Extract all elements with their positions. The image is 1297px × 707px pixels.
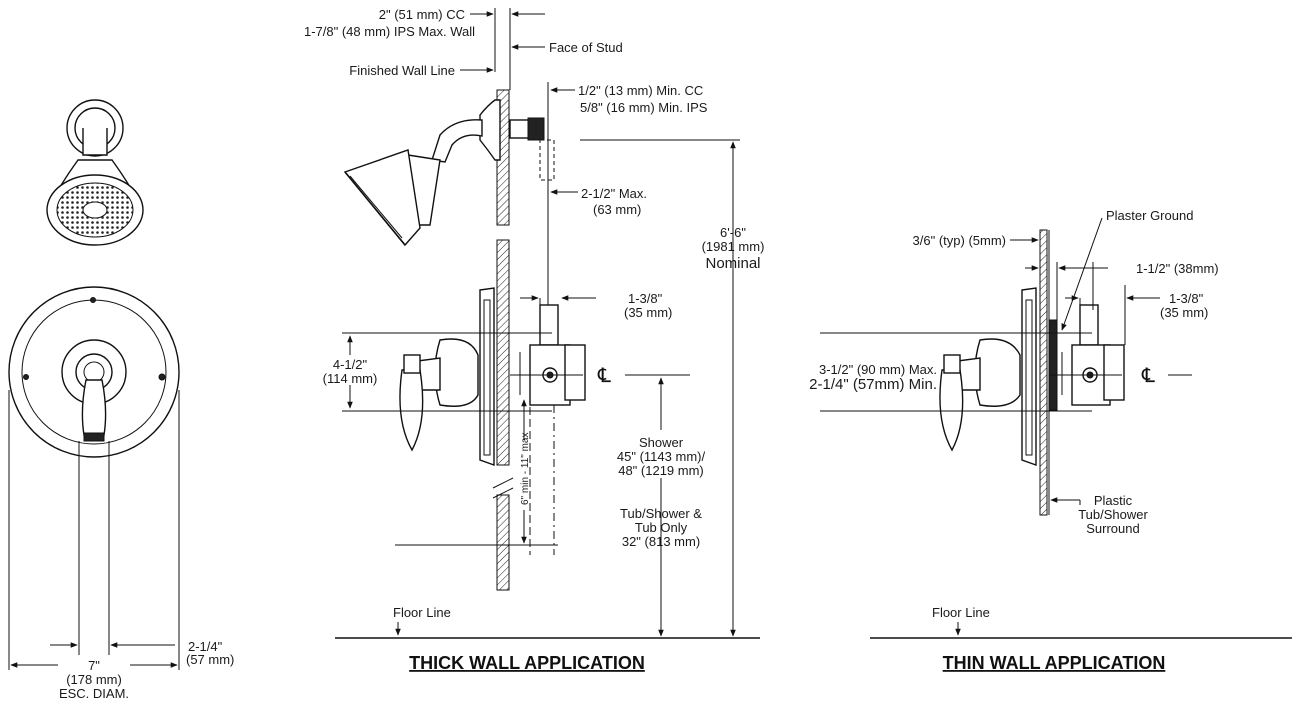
title-thick-wall: THICK WALL APPLICATION — [409, 653, 645, 673]
label-max-25: 2-1/2" Max. — [581, 186, 647, 201]
label-ips-wall: 1-7/8" (48 mm) IPS Max. Wall — [304, 24, 475, 39]
label-finished-wall: Finished Wall Line — [349, 63, 455, 78]
label-thin-138: 1-3/8" — [1169, 291, 1204, 306]
centerline-thick: ℄ — [597, 365, 611, 387]
label-nominal-mm: (1981 mm) — [702, 239, 765, 254]
label-plaster-ground: Plaster Ground — [1106, 208, 1193, 223]
label-floor-thick: Floor Line — [393, 605, 451, 620]
label-shower: Shower — [639, 435, 684, 450]
label-min-cc: 1/2" (13 mm) Min. CC — [578, 83, 703, 98]
title-thin-wall: THIN WALL APPLICATION — [943, 653, 1166, 673]
label-diam-214-mm: (57 mm) — [186, 652, 234, 667]
label-diam-7-mm: (178 mm) — [66, 672, 122, 687]
label-shower-48: 48" (1219 mm) — [618, 463, 704, 478]
label-cc-wall: 2" (51 mm) CC — [379, 7, 465, 22]
label-tub-32: 32" (813 mm) — [622, 534, 700, 549]
label-floor-thin: Floor Line — [932, 605, 990, 620]
label-tub-only: Tub Only — [635, 520, 688, 535]
label-max-25-mm: (63 mm) — [593, 202, 641, 217]
label-thick-138-mm: (35 mm) — [624, 305, 672, 320]
label-tub-surround-1: Tub/Shower — [1078, 507, 1148, 522]
label-face-of-stud: Face of Stud — [549, 40, 623, 55]
label-tub-shower: Tub/Shower & — [620, 506, 702, 521]
label-thin-138-mm: (35 mm) — [1160, 305, 1208, 320]
showerhead-front-view — [46, 99, 144, 246]
label-esc-diam: ESC. DIAM. — [59, 686, 129, 701]
label-nominal-ft: 6'-6" — [720, 225, 746, 240]
label-thick-412: 4-1/2" — [333, 357, 368, 372]
label-6-11-max: 6" min - 11" max — [520, 433, 531, 506]
escutcheon-front-view — [8, 286, 180, 670]
label-nominal: Nominal — [705, 255, 760, 272]
label-thin-214: 2-1/4" (57mm) Min. — [809, 376, 937, 393]
label-thick-412-mm: (114 mm) — [323, 371, 378, 386]
label-typ: 3/6" (typ) (5mm) — [913, 233, 1006, 248]
thick-wall-drawing — [335, 8, 760, 639]
label-thick-138: 1-3/8" — [628, 291, 663, 306]
label-shower-45: 45" (1143 mm)/ — [617, 449, 706, 464]
label-plastic: Plastic — [1094, 493, 1133, 508]
label-min-ips: 5/8" (16 mm) Min. IPS — [580, 100, 708, 115]
centerline-thin: ℄ — [1141, 365, 1155, 387]
label-thin-112: 1-1/2" (38mm) — [1136, 261, 1219, 276]
thin-wall-drawing — [820, 217, 1292, 639]
label-thin-312: 3-1/2" (90 mm) Max. — [819, 362, 937, 377]
label-diam-7: 7" — [88, 658, 100, 673]
label-diam-214: 2-1/4" — [188, 639, 223, 654]
label-tub-surround-2: Surround — [1086, 521, 1139, 536]
